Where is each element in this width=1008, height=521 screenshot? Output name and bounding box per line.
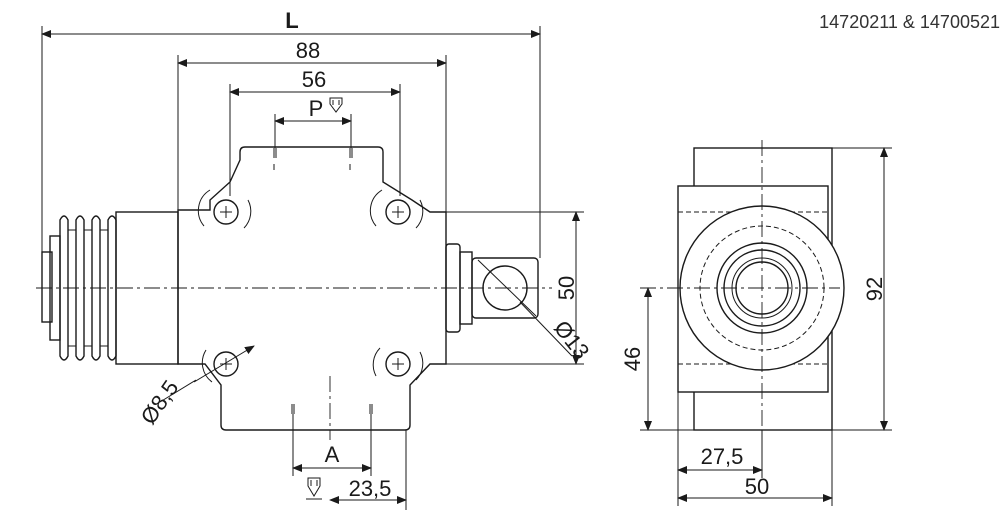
mounting-holes [197,189,424,383]
dim-46-label: 46 [620,347,645,371]
dim-diameter-8-5-label: Ø8,5 [136,375,184,428]
dim-50-bottom-label: 50 [745,474,769,499]
dim-A-label: A [325,442,340,467]
front-view [36,146,552,440]
dim-92-label: 92 [862,277,887,301]
side-view [640,140,845,440]
dim-P-label: P [309,96,324,121]
side-dimensions: 92 46 27,5 50 [620,147,892,506]
dim-diameter-13-label: Ø13 [549,316,594,364]
dim-23-5-label: 23,5 [349,476,392,501]
dim-88-label: 88 [296,38,320,63]
dim-50-vertical-label: 50 [554,276,579,300]
dim-L-label: L [285,8,298,33]
dim-27-5-label: 27,5 [701,444,744,469]
valve-body [177,146,447,431]
dim-56-label: 56 [302,67,326,92]
flow-in-arrow-icon [329,97,343,113]
front-dimensions: L 88 56 P 50 Ø13 Ø8,5 [41,8,594,510]
part-number-label: 14720211 & 14700521 [819,12,1000,32]
flow-out-arrow-icon [306,477,322,500]
